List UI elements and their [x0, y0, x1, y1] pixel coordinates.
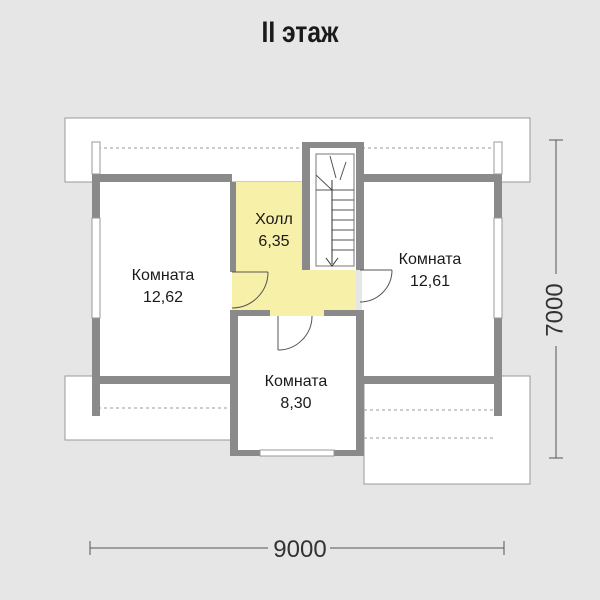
- window-bottom: [259, 449, 335, 457]
- doors: [231, 269, 393, 351]
- staircase: [315, 153, 355, 267]
- dimension-width: [89, 541, 505, 555]
- window-right: [493, 217, 503, 319]
- hall-floor: [232, 182, 308, 270]
- room-label-left-area: 12,62: [143, 289, 183, 306]
- room-label-bottom-area: 8,30: [280, 395, 311, 412]
- roof-dashed-lines: [98, 147, 496, 439]
- roof-overhangs: [64, 117, 531, 485]
- room-label-right-name: Комната: [399, 251, 462, 268]
- hall-corridor-floor: [232, 270, 356, 316]
- window-top-right: [493, 141, 503, 175]
- room-bottom-floor: [238, 316, 356, 450]
- dimension-width-label: 9000: [273, 536, 326, 563]
- room-label-hall-name: Холл: [255, 211, 293, 228]
- dimension-height: [549, 139, 563, 459]
- room-left-floor: [100, 182, 232, 378]
- room-right-floor: [362, 182, 494, 378]
- room-label-right-area: 12,61: [410, 273, 450, 290]
- room-label-hall-area: 6,35: [258, 233, 289, 250]
- window-left: [91, 217, 101, 319]
- windows: [91, 141, 503, 457]
- roof-overhang-top: [64, 117, 531, 183]
- dimension-height-label: 7000: [541, 283, 568, 336]
- room-label-bottom-name: Комната: [265, 373, 328, 390]
- walls: [92, 142, 502, 456]
- roof-overhang-bottom-right: [363, 375, 531, 485]
- room-label-left-name: Комната: [132, 267, 195, 284]
- window-top-left: [91, 141, 101, 175]
- floor-title: II этаж: [261, 16, 339, 49]
